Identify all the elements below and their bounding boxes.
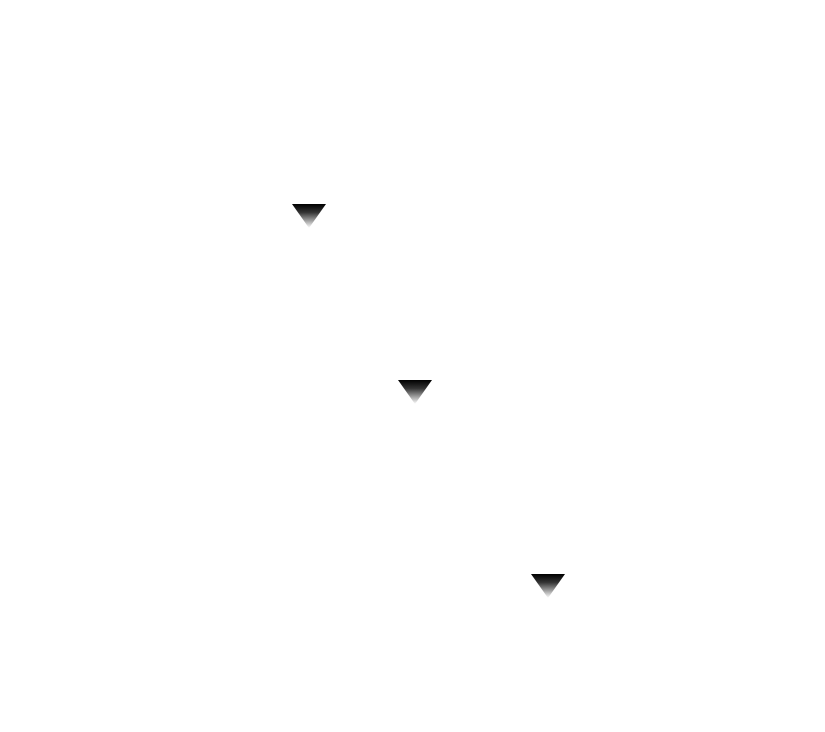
dropdown-arrow-icon[interactable] [397, 380, 433, 404]
dropdown-arrow-icon[interactable] [291, 204, 327, 228]
dropdown-arrow-icon[interactable] [530, 574, 566, 598]
